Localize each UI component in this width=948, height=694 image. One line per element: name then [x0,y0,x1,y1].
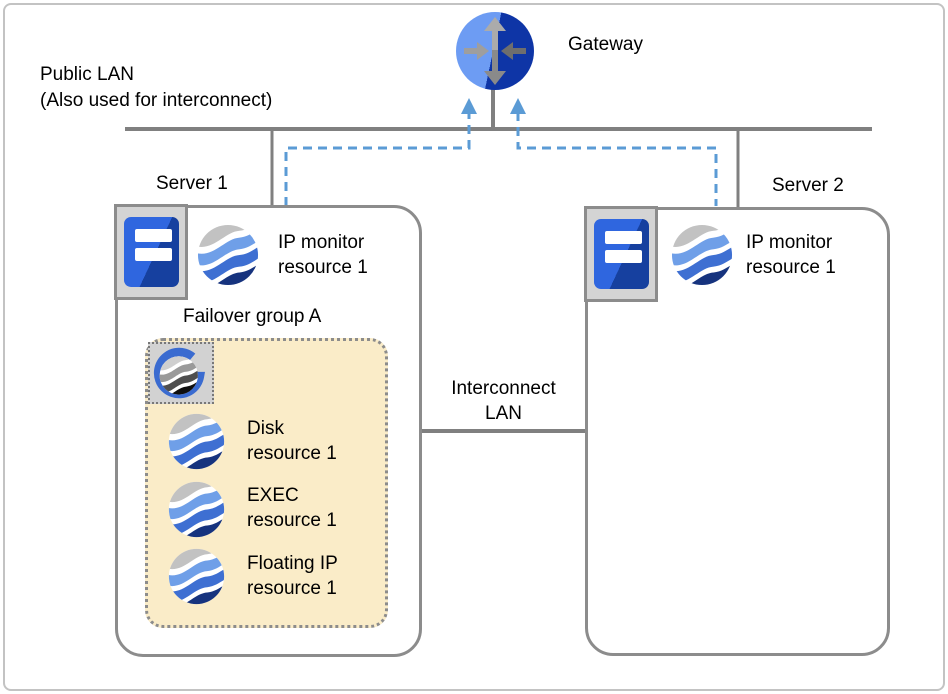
server1-tower-slot1 [135,229,172,242]
interconnect-lan-label: Interconnect LAN [422,376,585,426]
public-lan-label: Public LAN (Also used for interconnect) [40,62,272,114]
server2-ip-monitor-line2: resource 1 [746,257,836,278]
floating-ip-resource-label: Floating IP resource 1 [247,551,338,601]
server1-icon [114,204,188,300]
server2-ip-monitor-icon [671,224,733,286]
failover-group-label: Failover group A [183,306,322,327]
server2-ip-monitor-label: IP monitor resource 1 [746,230,836,280]
server1-monitor-arrowhead [461,98,477,114]
server1-ip-monitor-label: IP monitor resource 1 [278,230,368,280]
server1-ip-monitor-icon [197,224,259,286]
server2-tower-slot1 [605,231,642,244]
exec-resource-icon [168,481,225,538]
gateway-icon [456,12,534,90]
server2-label: Server 2 [772,175,844,196]
server1-tower [124,217,179,287]
failover-group-icon [148,342,214,404]
server1-ip-monitor-line2: resource 1 [278,257,368,278]
server1-monitor-dashed-path [284,112,471,206]
public-lan-label-line2: (Also used for interconnect) [40,90,273,111]
server2-ip-monitor-line1: IP monitor [746,232,833,253]
server2-tower [594,219,649,289]
diagram-border [3,3,945,691]
server2-monitor-arrowhead [510,98,526,114]
disk-resource-icon [168,413,225,470]
exec-resource-label: EXEC resource 1 [247,483,337,533]
server1-ip-monitor-line1: IP monitor [278,232,365,253]
disk-resource-line2: resource 1 [247,443,337,464]
server2-tower-slot2 [605,250,642,263]
gateway-label: Gateway [568,34,643,55]
floating-ip-resource-line1: Floating IP [247,553,338,574]
floating-ip-resource-line2: resource 1 [247,578,337,599]
failover-group-box [145,338,388,628]
server2-icon [584,206,658,302]
disk-resource-line1: Disk [247,418,284,439]
gateway-arrows [464,17,526,85]
floating-ip-resource-icon [168,548,225,605]
disk-resource-label: Disk resource 1 [247,416,337,466]
public-lan-label-line1: Public LAN [40,64,134,85]
server1-tower-slot2 [135,248,172,261]
interconnect-lan-label-line1: Interconnect [451,378,556,399]
exec-resource-line2: resource 1 [247,510,337,531]
exec-resource-line1: EXEC [247,485,299,506]
server2-monitor-dashed-path [516,112,718,206]
group-g-glyph [153,347,206,402]
interconnect-lan-label-line2: LAN [485,403,522,424]
server1-label: Server 1 [156,173,228,194]
